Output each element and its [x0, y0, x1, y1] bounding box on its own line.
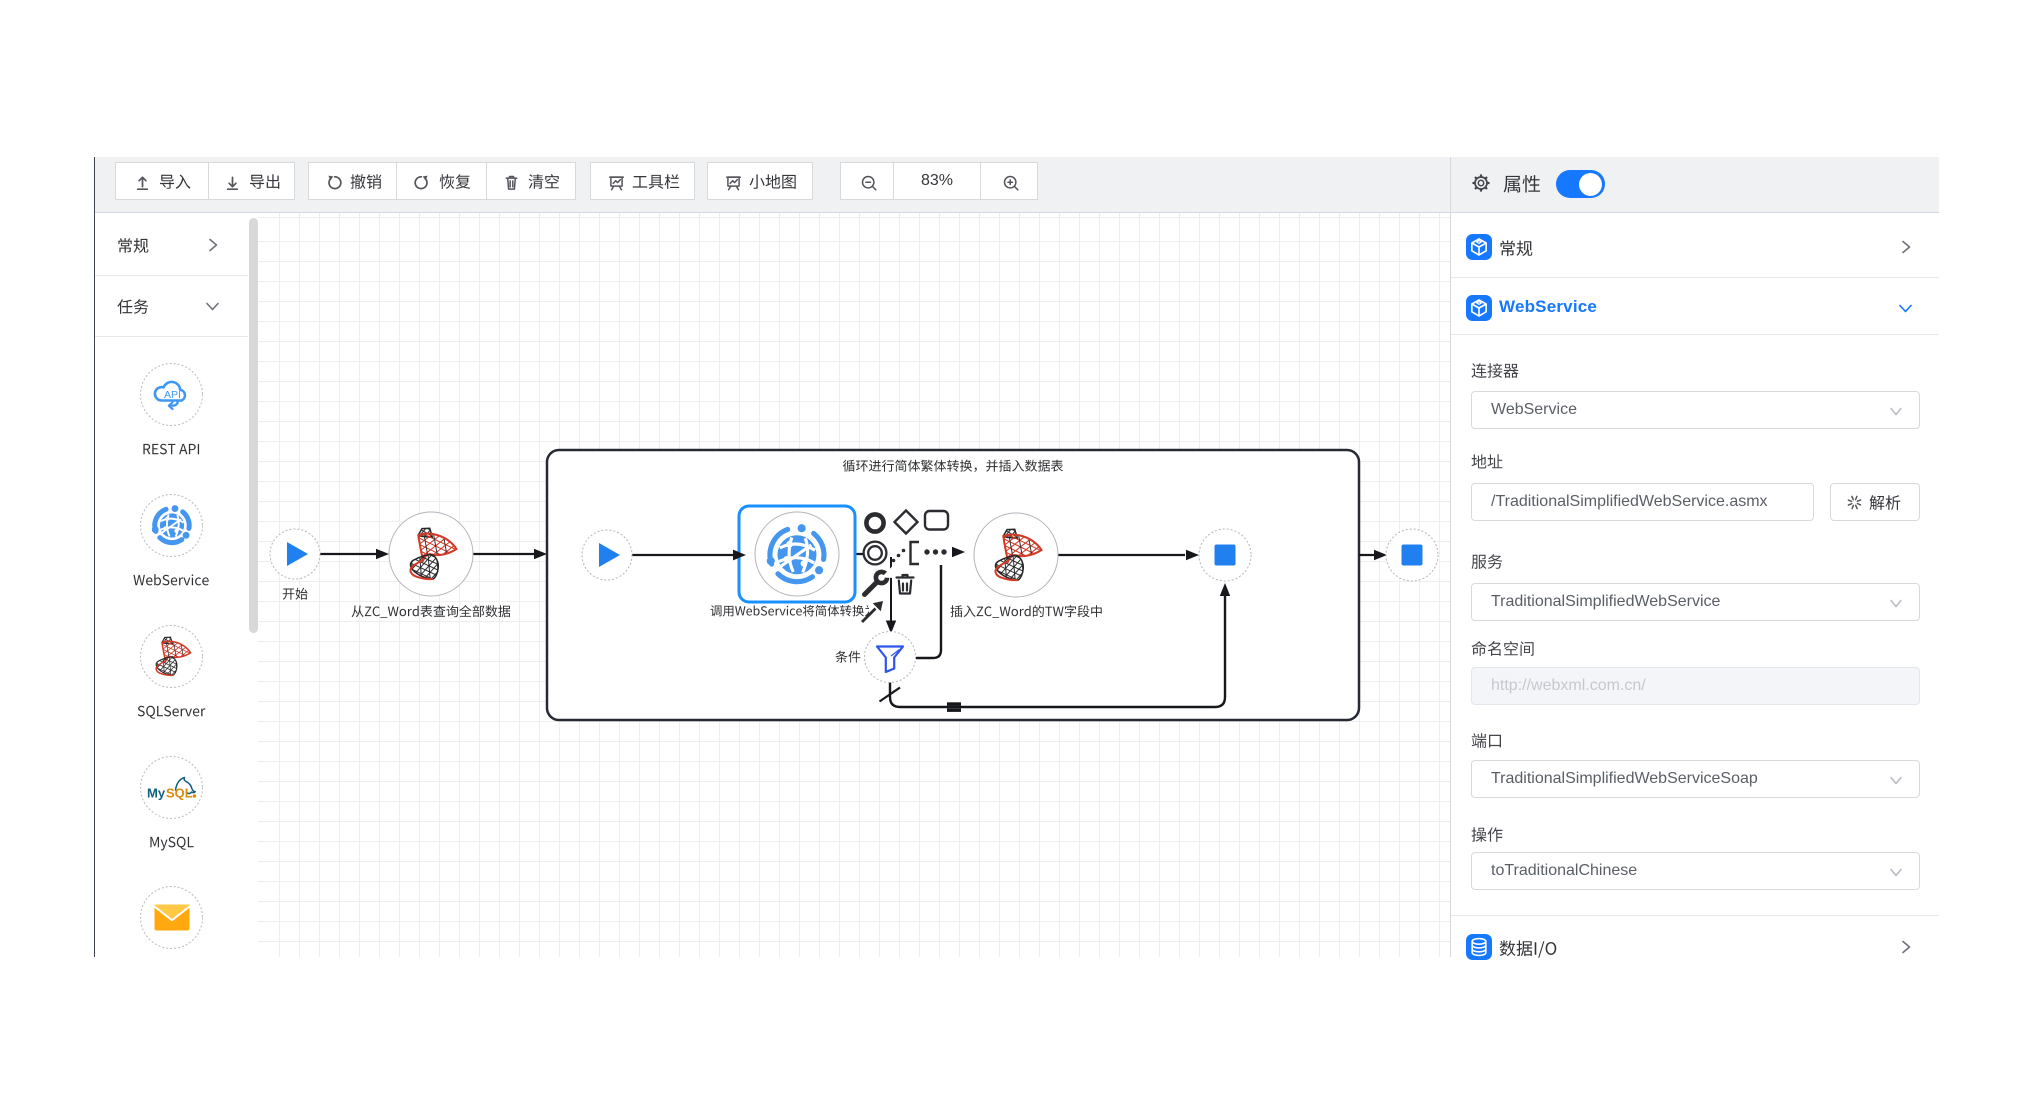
- svg-text:API: API: [164, 389, 181, 401]
- svg-text:My: My: [147, 786, 166, 801]
- svg-text:SQL: SQL: [166, 786, 193, 801]
